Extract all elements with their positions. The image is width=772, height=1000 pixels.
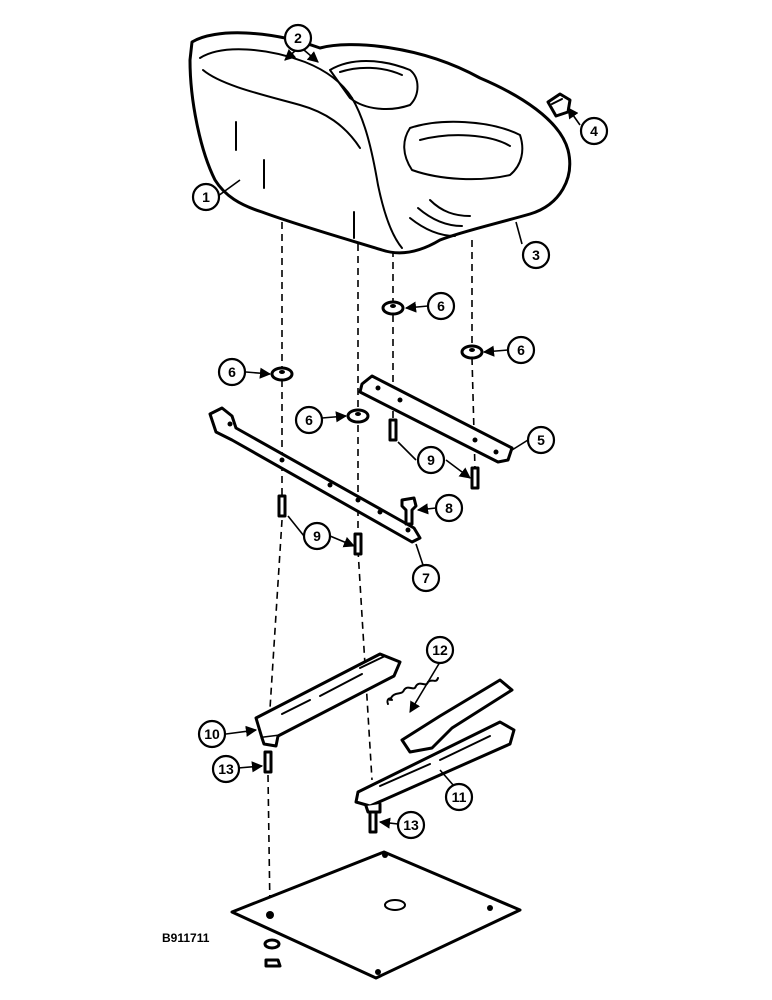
callout-7: 7: [411, 563, 441, 593]
callout-1: 1: [191, 182, 221, 212]
svg-text:6: 6: [437, 298, 445, 314]
seat-cushion: [188, 31, 572, 255]
assembly-lines: [267, 210, 476, 913]
callout-11: 11: [444, 782, 474, 812]
isolator-left: [270, 366, 294, 382]
callout-5: 5: [526, 425, 556, 455]
svg-text:8: 8: [445, 500, 453, 516]
callout-2: 2: [283, 23, 313, 53]
callout-6-left: 6: [217, 357, 247, 387]
callout-10: 10: [197, 719, 227, 749]
svg-text:13: 13: [403, 817, 419, 833]
svg-text:1: 1: [202, 189, 210, 205]
bolt-13-right: [368, 810, 378, 834]
leader-lines: [217, 49, 581, 829]
washer-and-nut: [263, 938, 282, 968]
knob-part-4: [546, 92, 572, 118]
bolt-13-left: [263, 750, 273, 774]
bracket-part-5: [358, 374, 514, 464]
slide-rail-part-11: [354, 678, 516, 814]
figure-reference-code: B911711: [162, 931, 210, 945]
svg-text:3: 3: [532, 247, 540, 263]
bolt-upper-right: [470, 466, 480, 490]
bracket-part-7: [208, 406, 422, 544]
spring-part-12: [386, 677, 439, 705]
bolt-lower-left: [277, 494, 287, 518]
svg-text:6: 6: [228, 364, 236, 380]
bolt-part-8: [400, 496, 418, 526]
isolator-center: [346, 408, 370, 424]
slide-rail-part-10: [254, 652, 402, 748]
svg-text:10: 10: [204, 726, 220, 742]
svg-text:6: 6: [517, 342, 525, 358]
bolt-upper-left: [388, 418, 398, 442]
callout-9-lower: 9: [302, 521, 332, 551]
base-plate: [230, 850, 522, 980]
svg-text:6: 6: [305, 412, 313, 428]
bolt-lower-center: [353, 532, 363, 556]
callout-12: 12: [425, 635, 455, 665]
svg-text:12: 12: [432, 642, 448, 658]
callout-4: 4: [579, 116, 609, 146]
callout-3: 3: [521, 240, 551, 270]
callout-6-top: 6: [426, 291, 456, 321]
callout-13-right: 13: [396, 810, 426, 840]
svg-text:11: 11: [452, 789, 467, 805]
svg-text:2: 2: [294, 30, 302, 46]
callout-6-center: 6: [294, 405, 324, 435]
callout-6-right: 6: [506, 335, 536, 365]
svg-text:9: 9: [427, 452, 435, 468]
isolator-top-center: [381, 300, 405, 316]
callout-9-upper: 9: [416, 445, 446, 475]
isolator-right: [460, 344, 484, 360]
callout-13-left: 13: [211, 754, 241, 784]
svg-text:13: 13: [218, 761, 234, 777]
svg-text:9: 9: [313, 528, 321, 544]
svg-text:7: 7: [422, 570, 430, 586]
callout-8: 8: [434, 493, 464, 523]
svg-text:5: 5: [537, 432, 545, 448]
svg-text:4: 4: [590, 123, 598, 139]
